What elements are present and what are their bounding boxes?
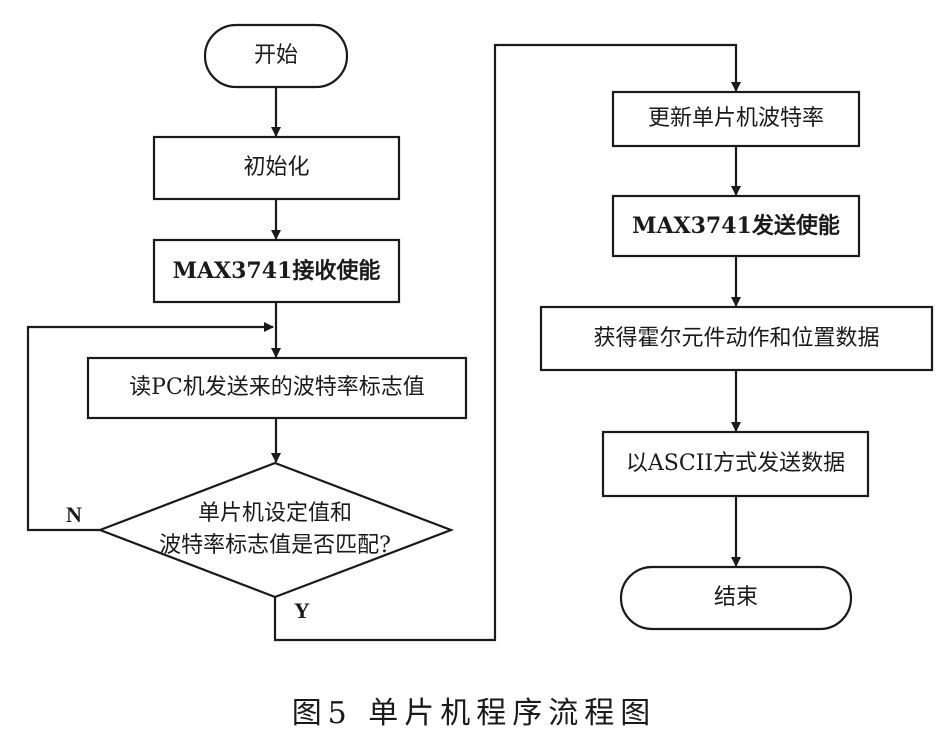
read-baud-label: 读PC机发送来的波特率标志值: [129, 375, 425, 400]
get-data-label: 获得霍尔元件动作和位置数据: [593, 325, 880, 351]
send-ascii-label: 以ASCII方式发送数据: [625, 451, 846, 476]
figure-caption: 图5 单片机程序流程图: [291, 696, 657, 731]
tx-enable-label: MAX3741发送使能: [632, 213, 840, 239]
decision-label-line2: 波特率标志值是否匹配?: [159, 533, 391, 558]
yes-branch-label: Y: [294, 598, 310, 623]
rx-enable-label: MAX3741接收使能: [172, 258, 381, 284]
loop-no-branch: [26, 322, 274, 532]
update-baud-label: 更新单片机波特率: [647, 106, 824, 131]
end-label: 结束: [713, 585, 758, 610]
no-branch-label: N: [66, 502, 82, 527]
end-terminal: [619, 565, 853, 631]
decision-label-line1: 单片机设定值和: [197, 501, 352, 526]
yes-branch-connector: [273, 43, 741, 642]
start-label: 开始: [253, 43, 298, 68]
init-label: 初始化: [243, 155, 310, 180]
